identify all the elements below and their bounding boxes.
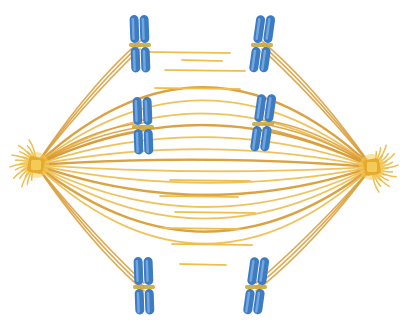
midzone-fiber (165, 70, 245, 71)
chromosome (132, 97, 154, 155)
polar-fiber (36, 160, 372, 167)
left-centrosome (23, 152, 49, 178)
centromere-band (132, 125, 154, 129)
kinetochore-fiber (262, 45, 372, 167)
chromosome (133, 257, 155, 315)
kinetochore-fiber (36, 49, 140, 165)
kinetochore-fiber (36, 165, 144, 287)
kinetochore-fiber (262, 49, 372, 167)
centriole (31, 160, 41, 170)
midzone-fiber (162, 228, 240, 229)
kinetochore-fiber (36, 165, 144, 283)
centriole (367, 162, 377, 172)
chromosome (243, 257, 270, 315)
midzone-fiber (180, 264, 226, 265)
chromosome (129, 15, 151, 73)
centromere-band (133, 285, 155, 289)
midzone-fiber (172, 244, 252, 245)
spindle-poles (23, 152, 385, 180)
midzone-fiber (182, 60, 222, 61)
midzone-fiber (155, 88, 240, 89)
polar-fiber (36, 87, 372, 167)
midzone-fiber (170, 180, 250, 181)
centromere-band (129, 43, 151, 47)
centromere-band (245, 285, 267, 289)
kinetochore-fiber (256, 167, 372, 283)
polar-fiber (36, 165, 372, 171)
midzone-fiber (160, 196, 238, 197)
kinetochore-fiber (256, 167, 372, 287)
midzone-fiber (150, 52, 230, 53)
midzone-fiber (175, 212, 255, 213)
centromere-band (252, 122, 274, 126)
right-centrosome (359, 154, 385, 180)
spindle-fibers (36, 41, 372, 291)
centromere-band (251, 43, 273, 47)
chromosome (249, 15, 276, 73)
